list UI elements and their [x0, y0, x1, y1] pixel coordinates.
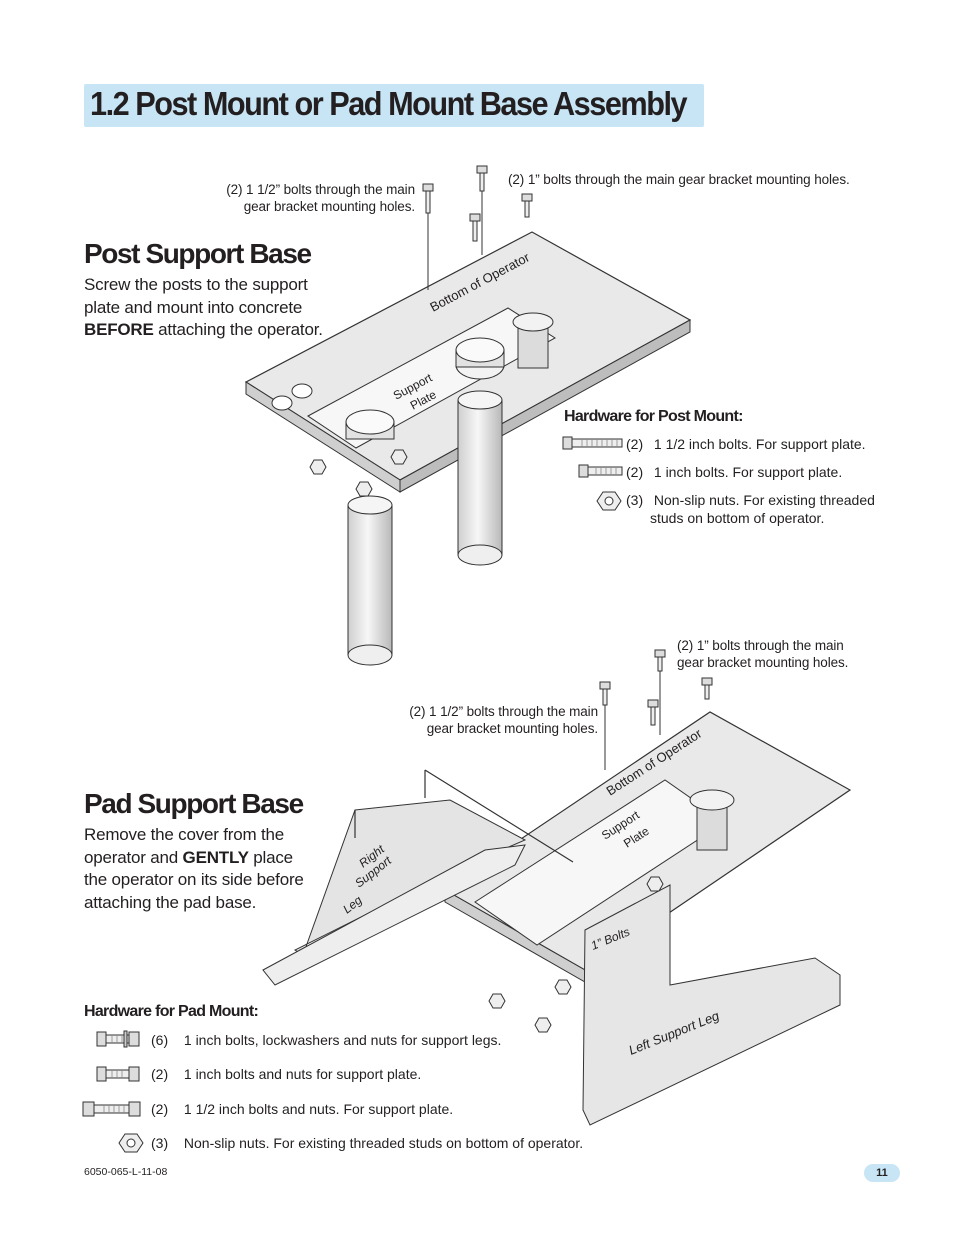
pad-hardware-heading: Hardware for Pad Mount: — [84, 1003, 259, 1020]
hex-nut-icon — [596, 491, 622, 511]
post-hardware-item-1: (2) 1 1/2 inch bolts. For support plate. — [626, 435, 866, 453]
post-callout-left-line1: (2) 1 1/2” bolts through the main — [226, 182, 415, 197]
bolt-icon — [476, 165, 488, 192]
post-hardware-item-3-cont: studs on bottom of operator. — [650, 510, 825, 526]
pad-callout-right-line1: (2) 1” bolts through the main — [677, 638, 844, 653]
post-support-heading: Post Support Base — [84, 238, 312, 269]
hardware-text: 1 inch bolts and nuts for support plate. — [183, 1066, 422, 1082]
pad-hardware-item-1: (6) 1 inch bolts, lockwashers and nuts f… — [151, 1031, 501, 1049]
hex-nut-icon — [488, 993, 506, 1009]
bolt-icon — [562, 436, 623, 450]
pad-support-heading: Pad Support Base — [84, 788, 304, 819]
hardware-text: Non-slip nuts. For existing threaded — [653, 492, 875, 508]
pipe-end — [457, 390, 503, 410]
plate-hole — [271, 395, 293, 411]
post-callout-left: (2) 1 1/2” bolts through the main gear b… — [170, 181, 415, 215]
page-title: 1.2 Post Mount or Pad Mount Base Assembl… — [90, 85, 688, 122]
pad-callout-right-line2: gear bracket mounting holes. — [677, 655, 849, 670]
pad-callout-left-line2: gear bracket mounting holes. — [426, 721, 598, 736]
pad-hardware-item-4: (3) Non-slip nuts. For existing threaded… — [151, 1134, 583, 1152]
bolt-icon — [701, 677, 713, 700]
bolt-icon — [654, 649, 666, 672]
hex-nut-icon — [355, 481, 373, 497]
guide-line — [354, 769, 574, 863]
document-code: 6050-065-L-11-08 — [84, 1166, 168, 1178]
post-instructions-post: attaching the operator. — [158, 320, 323, 339]
bolt-icon — [599, 681, 611, 706]
left-support-leg — [582, 884, 841, 1126]
hardware-qty: (2) — [626, 464, 644, 480]
hardware-text: 1 inch bolts, lockwashers and nuts for s… — [183, 1032, 502, 1048]
hardware-qty: (3) — [151, 1135, 169, 1151]
hex-nut-icon — [646, 876, 664, 892]
pipe-end — [457, 544, 503, 566]
hardware-text: Non-slip nuts. For existing threaded stu… — [183, 1135, 584, 1151]
gear-stud-top — [689, 789, 735, 811]
post-collar-top — [455, 337, 505, 363]
right-support-leg-foot — [262, 844, 526, 986]
pad-mount-diagram: Bottom of Operator Support Plate Right S… — [262, 649, 852, 1126]
post-instructions-bold: BEFORE — [84, 320, 154, 339]
bolt-washer-nut-icon — [96, 1066, 140, 1082]
hardware-qty: (6) — [151, 1032, 169, 1048]
bolt-icon — [422, 183, 434, 214]
page-number: 11 — [864, 1164, 900, 1182]
pad-instructions-pre: Remove the cover from the operator and — [84, 825, 285, 867]
pad-instructions-bold: GENTLY — [182, 847, 249, 867]
bolt-icon — [647, 699, 659, 726]
title-highlight — [84, 84, 704, 127]
post-collar-top — [345, 409, 395, 435]
post-mount-diagram: Bottom of Operator Support Plate — [244, 165, 692, 666]
pad-callout-left: (2) 1 1/2” bolts through the main gear b… — [355, 703, 598, 737]
bolt-icon — [578, 464, 623, 478]
bolt-washer-nut-icon — [82, 1101, 141, 1117]
hardware-text: 1 inch bolts. For support plate. — [653, 464, 843, 480]
pad-callout-right: (2) 1” bolts through the main gear brack… — [677, 637, 848, 671]
hardware-qty: (2) — [151, 1101, 169, 1117]
post-hardware-heading: Hardware for Post Mount: — [564, 408, 743, 425]
pad-instructions-post: place the operator on its side before at… — [84, 847, 304, 912]
post-callout-left-line2: gear bracket mounting holes. — [243, 199, 415, 214]
gear-stud-top — [512, 312, 554, 332]
hardware-text: 1 1/2 inch bolts and nuts. For support p… — [183, 1101, 454, 1117]
pipe-end — [347, 495, 393, 515]
post-hardware-item-3: (3) Non-slip nuts. For existing threaded — [626, 491, 875, 509]
hex-nut-icon — [554, 979, 572, 995]
bolt-icon — [521, 193, 533, 218]
support-post-pipe — [457, 399, 503, 556]
pipe-end — [347, 644, 393, 666]
post-instructions-pre: Screw the posts to the support plate and… — [84, 275, 308, 317]
hex-nut-icon — [390, 449, 408, 465]
bolt-icon — [469, 213, 481, 242]
post-callout-right: (2) 1” bolts through the main gear brack… — [508, 172, 850, 187]
post-hardware-item-2: (2) 1 inch bolts. For support plate. — [626, 463, 842, 481]
hex-nut-icon — [118, 1133, 144, 1153]
pad-hardware-item-2: (2) 1 inch bolts and nuts for support pl… — [151, 1065, 421, 1083]
plate-hole — [291, 383, 313, 399]
hardware-qty: (3) — [626, 492, 644, 508]
hex-nut-icon — [309, 459, 327, 475]
pad-support-instructions: Remove the cover from the operator and G… — [84, 824, 319, 914]
hardware-text: 1 1/2 inch bolts. For support plate. — [653, 436, 866, 452]
hardware-qty: (2) — [151, 1066, 169, 1082]
support-post-pipe — [347, 504, 393, 656]
post-support-instructions: Screw the posts to the support plate and… — [84, 274, 324, 342]
pad-callout-left-line1: (2) 1 1/2” bolts through the main — [409, 704, 598, 719]
pad-hardware-item-3: (2) 1 1/2 inch bolts and nuts. For suppo… — [151, 1100, 453, 1118]
hex-nut-icon — [534, 1017, 552, 1033]
bolt-washer-nut-icon — [96, 1030, 140, 1048]
hardware-qty: (2) — [626, 436, 644, 452]
